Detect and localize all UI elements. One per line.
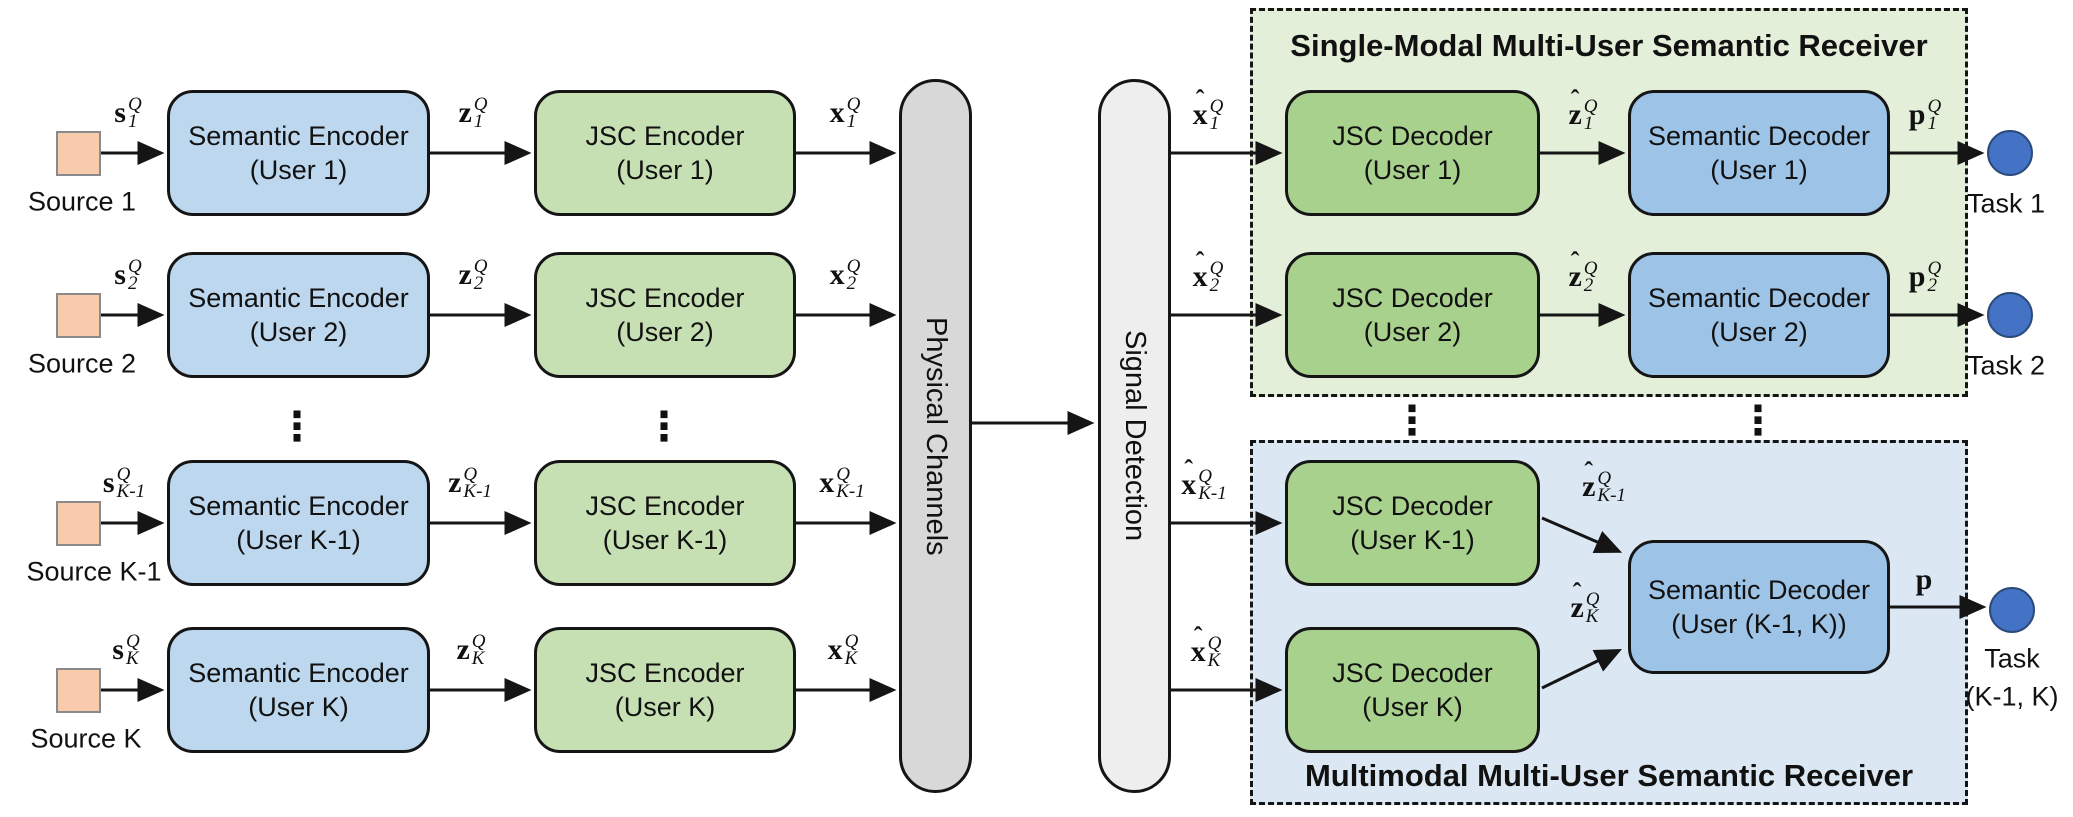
dots-jsc-decoder-col: ⋮: [1392, 398, 1432, 444]
task-2-label: Task 2: [1966, 350, 2046, 381]
source-1-label: Source 1: [27, 186, 137, 217]
source-k1-label: Source K-1: [26, 556, 162, 587]
task-k1k-label-line1: Task: [1984, 643, 2040, 674]
jsc-decoder-k: JSC Decoder (User K): [1285, 627, 1540, 753]
jsc-decoder-k1: JSC Decoder (User K-1): [1285, 460, 1540, 586]
semantic-decoder-k1k: Semantic Decoder (User (K-1, K)): [1628, 540, 1890, 674]
task-1-label: Task 1: [1966, 188, 2046, 219]
semantic-decoder-2: Semantic Decoder (User 2): [1628, 252, 1890, 378]
dots-semantic-encoder-col: ⋮: [277, 404, 317, 450]
single-modal-title: Single-Modal Multi-User Semantic Receive…: [1290, 28, 1928, 63]
semantic-encoder-k: Semantic Encoder (User K): [167, 627, 430, 753]
jsc-encoder-k: JSC Encoder (User K): [534, 627, 796, 753]
jsc-encoder-2: JSC Encoder (User 2): [534, 252, 796, 378]
source-k-square: [56, 668, 101, 713]
source-2-label: Source 2: [27, 348, 137, 379]
task-1-circle: [1987, 130, 2033, 176]
task-k1k-label-line2: (K-1, K): [1965, 681, 2059, 712]
physical-channels-block: Physical Channels: [899, 79, 972, 793]
source-k-label: Source K: [30, 723, 142, 754]
jsc-encoder-1: JSC Encoder (User 1): [534, 90, 796, 216]
semantic-encoder-2: Semantic Encoder (User 2): [167, 252, 430, 378]
signal-detection-block: Signal Detection: [1098, 79, 1171, 793]
source-1-square: [56, 131, 101, 176]
task-2-circle: [1987, 292, 2033, 338]
p-label: p: [1915, 563, 1933, 596]
task-k1k-circle: [1989, 587, 2035, 633]
dots-semantic-decoder-col: ⋮: [1738, 398, 1778, 444]
semantic-decoder-1: Semantic Decoder (User 1): [1628, 90, 1890, 216]
arrow-jscdecK-fusion: [1541, 649, 1623, 690]
dots-jsc-encoder-col: ⋮: [644, 404, 684, 450]
source-k1-square: [56, 501, 101, 546]
multimodal-title: Multimodal Multi-User Semantic Receiver: [1304, 758, 1914, 793]
arrow-jscdecK1-fusion: [1541, 516, 1623, 554]
jsc-decoder-1: JSC Decoder (User 1): [1285, 90, 1540, 216]
semantic-encoder-1: Semantic Encoder (User 1): [167, 90, 430, 216]
semantic-encoder-k1: Semantic Encoder (User K-1): [167, 460, 430, 586]
jsc-decoder-2: JSC Decoder (User 2): [1285, 252, 1540, 378]
jsc-encoder-k1: JSC Encoder (User K-1): [534, 460, 796, 586]
source-2-square: [56, 293, 101, 338]
